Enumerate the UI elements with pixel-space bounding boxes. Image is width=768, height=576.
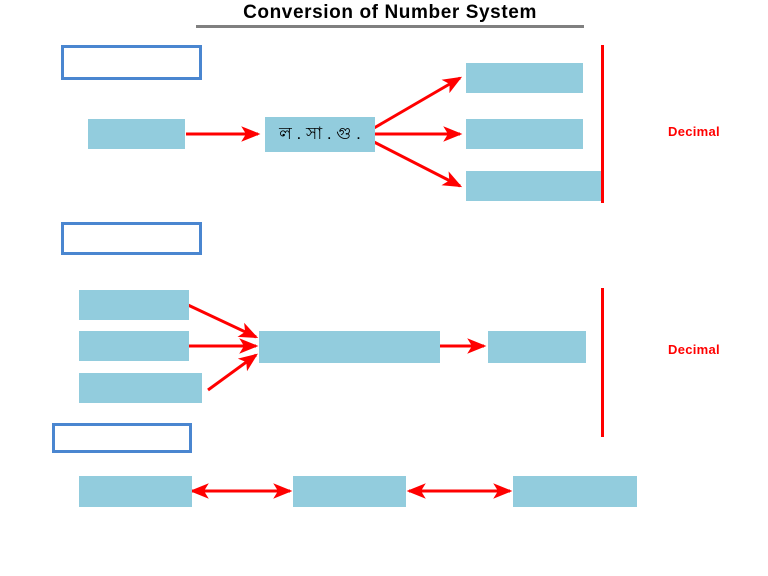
section-1-target-box-3[interactable] <box>466 171 604 201</box>
section-2-merge-box[interactable] <box>259 331 440 363</box>
section-2-bracket-label: Decimal <box>668 342 720 357</box>
section-3-heading-box[interactable] <box>52 423 192 453</box>
section-2-source-box-1[interactable] <box>79 290 189 320</box>
section-2-bracket-rule <box>601 288 604 437</box>
section-1-target-box-1[interactable] <box>466 63 583 93</box>
section-2-source-box-2[interactable] <box>79 331 189 361</box>
section-3-chain-box-2[interactable] <box>293 476 406 507</box>
arrow-s2-source-3-to-merge <box>207 353 258 392</box>
section-1-heading-box[interactable] <box>61 45 202 80</box>
section-3-chain-box-3[interactable] <box>513 476 637 507</box>
page-title: Conversion of Number System <box>243 2 537 23</box>
arrow-s1-operator-to-target-1 <box>373 76 463 130</box>
section-1-bracket-rule <box>601 45 604 203</box>
section-1-target-box-2[interactable] <box>466 119 583 149</box>
arrow-s1-operator-to-target-3 <box>373 140 463 188</box>
section-2-source-box-3[interactable] <box>79 373 202 403</box>
section-2-heading-box[interactable] <box>61 222 202 255</box>
section-3-chain-box-1[interactable] <box>79 476 192 507</box>
section-1-source-box[interactable] <box>88 119 185 149</box>
section-1-operator-box[interactable]: ল . সা . গু . <box>265 117 375 152</box>
arrow-s2-source-1-to-merge <box>187 303 259 339</box>
title-block: Conversion of Number System <box>196 2 584 28</box>
title-underline <box>196 25 584 28</box>
section-2-result-box[interactable] <box>488 331 586 363</box>
section-1-bracket-label: Decimal <box>668 124 720 139</box>
